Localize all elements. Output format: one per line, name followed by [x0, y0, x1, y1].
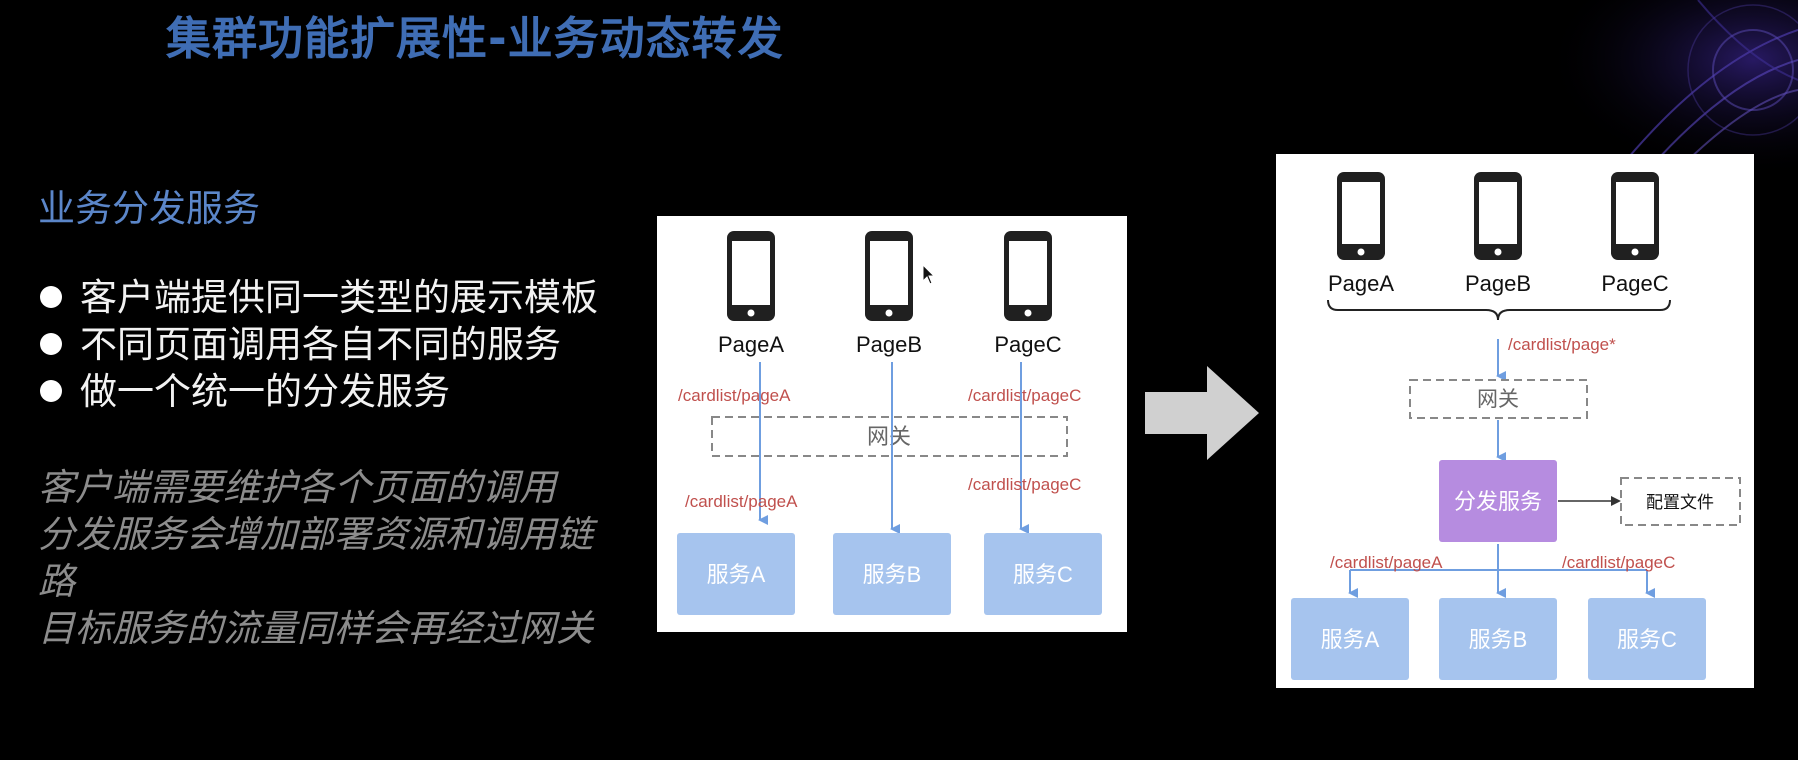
page-label: PageB — [1465, 271, 1531, 296]
service-label: 服务A — [707, 562, 766, 587]
bullet-item: 做一个统一的分发服务 — [38, 368, 598, 415]
config-file-label: 配置文件 — [1646, 493, 1714, 512]
service-label: 服务C — [1617, 627, 1677, 652]
bullet-icon — [40, 333, 62, 355]
service-box — [1588, 598, 1706, 680]
diagram-after: PageA PageB PageC /cardlist/page* 网关 分发服… — [1276, 154, 1754, 688]
route-label: /cardlist/pageC — [1562, 553, 1675, 572]
gateway-label: 网关 — [867, 424, 911, 449]
gateway-box — [711, 416, 1068, 457]
slide-title: 集群功能扩展性-业务动态转发 — [166, 12, 784, 65]
mouse-cursor-icon — [922, 264, 936, 285]
section-title: 业务分发服务 — [38, 187, 260, 230]
phone-icon — [1474, 172, 1522, 260]
gateway-box — [1409, 379, 1588, 419]
service-box — [677, 533, 795, 615]
diagram-before: PageA PageB PageC /cardlist/pageA /cardl… — [657, 216, 1127, 632]
service-box — [1439, 598, 1557, 680]
config-file-box — [1620, 477, 1741, 526]
bullet-icon — [40, 286, 62, 308]
service-box — [984, 533, 1102, 615]
service-box — [1291, 598, 1409, 680]
service-box — [833, 533, 951, 615]
bullet-text: 客户端提供同一类型的展示模板 — [80, 276, 598, 319]
note-line: 路 — [38, 560, 75, 603]
bullet-list: 客户端提供同一类型的展示模板 不同页面调用各自不同的服务 做一个统一的分发服务 — [38, 274, 598, 415]
route-label: /cardlist/page* — [1508, 335, 1616, 354]
phone-icon — [727, 231, 775, 321]
route-label: /cardlist/pageA — [685, 492, 798, 511]
note-line: 客户端需要维护各个页面的调用 — [38, 466, 556, 509]
route-label: /cardlist/pageA — [678, 386, 791, 405]
phone-icon — [1337, 172, 1385, 260]
phone-icon — [1611, 172, 1659, 260]
dispatch-service-box — [1439, 460, 1557, 542]
bullet-icon — [40, 380, 62, 402]
transition-arrow-icon — [1145, 366, 1259, 460]
phone-icon — [865, 231, 913, 321]
service-label: 服务A — [1321, 627, 1380, 652]
page-label: PageB — [856, 332, 922, 357]
page-label: PageC — [1601, 271, 1668, 296]
service-label: 服务C — [1013, 562, 1073, 587]
route-label: /cardlist/pageA — [1330, 553, 1443, 572]
notes-block: 客户端需要维护各个页面的调用 分发服务会增加部署资源和调用链 路 目标服务的流量… — [38, 464, 638, 652]
route-label: /cardlist/pageC — [968, 386, 1081, 405]
page-label: PageA — [1328, 271, 1394, 296]
decorative-corner-graphic — [1498, 0, 1798, 170]
bullet-text: 做一个统一的分发服务 — [80, 370, 450, 413]
bullet-item: 客户端提供同一类型的展示模板 — [38, 274, 598, 321]
service-label: 服务B — [1469, 627, 1528, 652]
route-label: /cardlist/pageC — [968, 475, 1081, 494]
bullet-item: 不同页面调用各自不同的服务 — [38, 321, 598, 368]
note-line: 目标服务的流量同样会再经过网关 — [38, 607, 593, 650]
dispatch-service-label: 分发服务 — [1454, 489, 1542, 514]
gateway-label: 网关 — [1477, 388, 1519, 411]
page-label: PageA — [718, 332, 784, 357]
note-line: 分发服务会增加部署资源和调用链 — [38, 513, 593, 556]
grouping-brace — [1327, 299, 1671, 321]
bullet-text: 不同页面调用各自不同的服务 — [80, 323, 561, 366]
service-label: 服务B — [863, 562, 922, 587]
phone-icon — [1004, 231, 1052, 321]
page-label: PageC — [994, 332, 1061, 357]
